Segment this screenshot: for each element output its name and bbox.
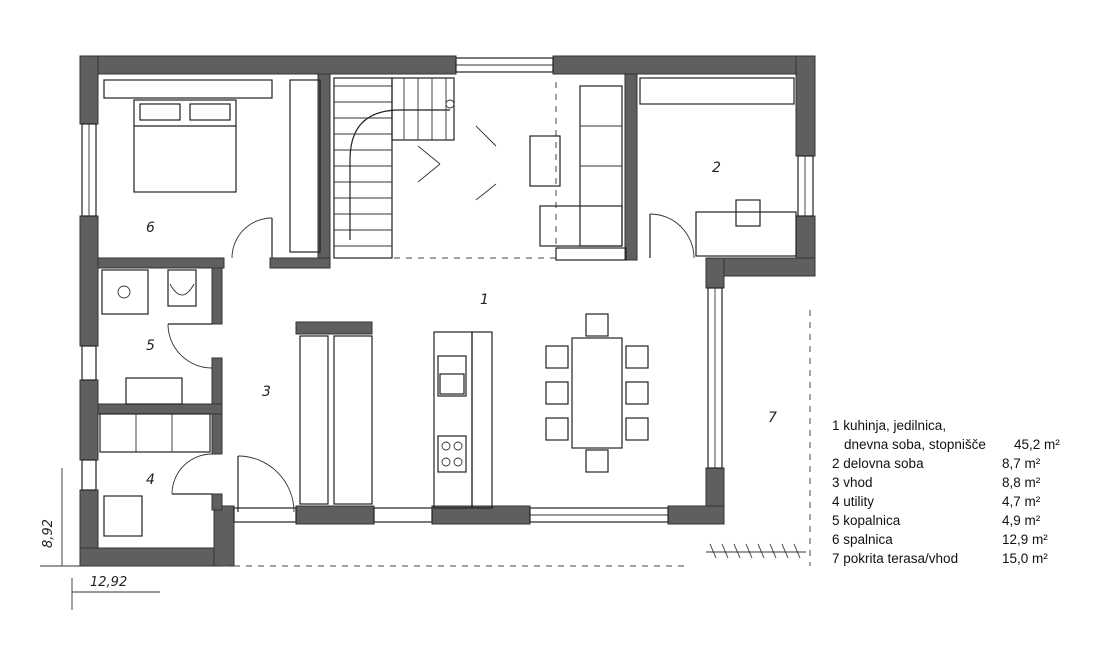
bathroom-furniture [101,269,197,405]
room-numbers: 1 2 3 4 5 6 7 [146,160,777,488]
room-number-1: 1 [480,292,489,308]
dimension-lines: 8,92 12,92 [40,468,160,610]
terrace-outline [222,310,811,567]
legend-label: dnevna soba, stopnišče [844,437,986,452]
sofa [539,85,627,261]
legend-row: 6 spalnica 12,9 m² [832,530,1060,549]
windows [81,57,814,523]
legend-row: 7 pokrita terasa/vhod 15,0 m² [832,549,1060,568]
legend-area: 15,0 m² [1002,551,1048,566]
legend-row: 4 utility 4,7 m² [832,492,1060,511]
room-number-2: 2 [712,160,721,176]
legend-area: 12,9 m² [1002,532,1048,547]
room-number-4: 4 [146,472,155,488]
legend-label: 7 pokrita terasa/vhod [832,551,959,566]
legend-label: 3 vhod [832,475,873,490]
room-number-5: 5 [146,338,155,354]
kitchen-island [433,331,493,509]
room-area-legend: 1 kuhinja, jedilnica, dnevna soba, stopn… [832,416,1060,568]
legend-row: 2 delovna soba 8,7 m² [832,454,1060,473]
legend-label: 5 kopalnica [832,513,901,528]
room-number-7: 7 [768,410,777,426]
doors [167,213,695,513]
legend-row: 1 kuhinja, jedilnica, [832,416,1060,435]
legend-row: 5 kopalnica 4,9 m² [832,511,1060,530]
legend-area: 45,2 m² [1014,437,1060,452]
study-furniture [639,77,797,257]
legend-area: 4,9 m² [1002,513,1041,528]
bedroom-furniture [103,79,321,253]
legend-area: 8,8 m² [1002,475,1041,490]
staircase [333,77,455,259]
legend-row: dnevna soba, stopnišče 45,2 m² [832,435,1060,454]
legend-label: 2 delovna soba [832,456,924,471]
legend-area: 4,7 m² [1002,494,1041,509]
legend-label: 1 kuhinja, jedilnica, [832,418,947,433]
dining-table [545,313,649,473]
legend-row: 3 vhod 8,8 m² [832,473,1060,492]
walls [79,55,816,567]
dimension-width-label: 12,92 [90,575,127,590]
legend-label: 6 spalnica [832,532,893,547]
legend-label: 4 utility [832,494,875,509]
utility-furniture [99,413,211,537]
room-number-6: 6 [146,220,155,236]
room-number-3: 3 [262,384,271,400]
hall-wardrobe [299,335,373,505]
dimension-height-label: 8,92 [41,519,56,548]
void-over-living [394,82,561,259]
legend-area: 8,7 m² [1002,456,1041,471]
